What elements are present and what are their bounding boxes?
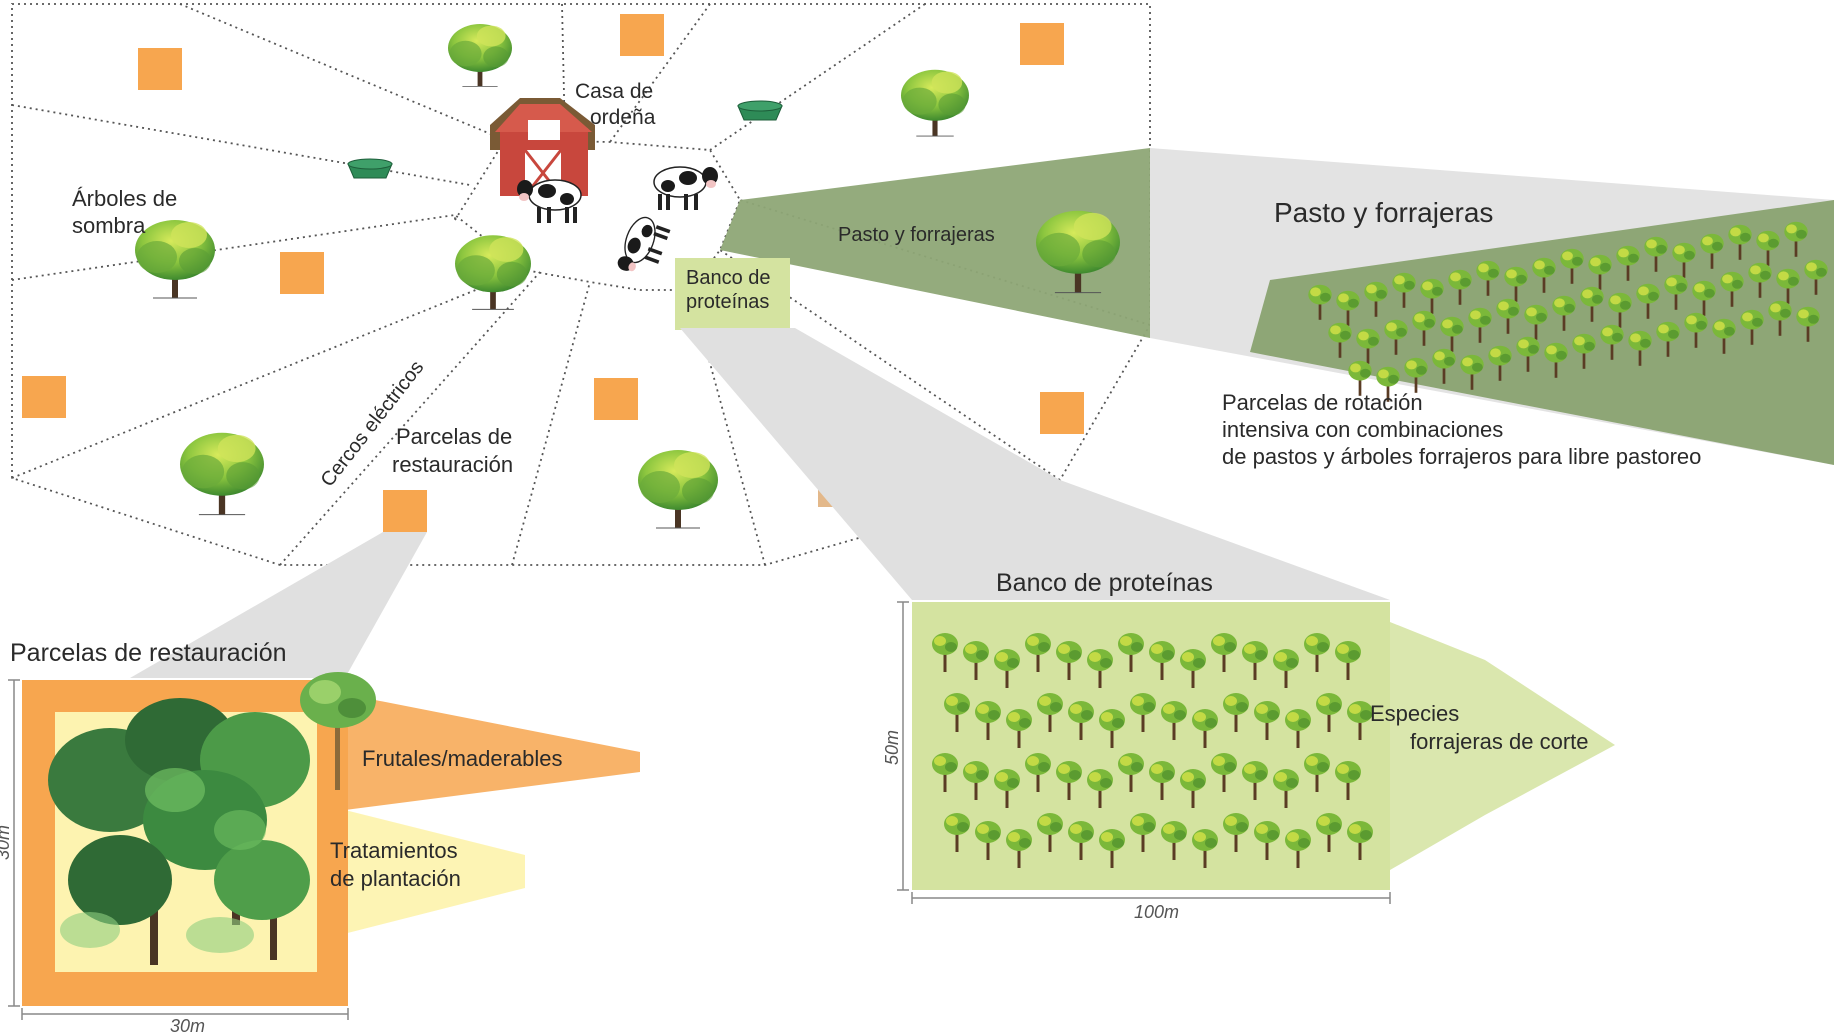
banco-panel-title: Banco de proteínas	[996, 569, 1213, 597]
banco-panel: Banco de proteínas Especies forrajeras d…	[882, 569, 1615, 922]
tree-icon	[446, 22, 514, 88]
pasto-field	[1250, 200, 1834, 465]
cow-icon	[653, 166, 719, 211]
banco-dimension-lines	[897, 601, 1391, 904]
label-parcelas-line2: restauración	[392, 452, 513, 477]
restauracion-height-label: 30m	[0, 825, 13, 860]
pasto-description-line3: de pastos y árboles forrajeros para libr…	[1222, 444, 1701, 469]
cow-icon	[614, 212, 673, 282]
label-casa-line2: ordeña	[590, 106, 656, 129]
banco-height-label: 50m	[882, 730, 902, 765]
cow-icon	[516, 179, 582, 224]
tree-icon	[453, 233, 533, 311]
banco-label-box	[675, 258, 790, 330]
plot-marker	[1020, 23, 1064, 65]
pasto-sector	[720, 148, 1150, 338]
plot-marker	[620, 14, 664, 56]
pasto-description-line2: intensiva con combinaciones	[1222, 417, 1503, 442]
plot-marker	[22, 376, 66, 418]
forest-canopy-icon	[48, 698, 310, 965]
plot-marker	[138, 48, 182, 90]
pasto-description-line1: Parcelas de rotación	[1222, 390, 1423, 415]
restauracion-dimension-lines	[8, 679, 349, 1020]
banco-species-line2: forrajeras de corte	[1410, 729, 1589, 754]
tree-icon	[636, 448, 720, 530]
water-trough-icon	[737, 100, 783, 121]
label-banco-line1: Banco de	[686, 267, 771, 289]
banco-width-label: 100m	[1134, 902, 1179, 922]
tree-icon	[899, 68, 971, 138]
tree-icon	[178, 431, 266, 517]
frutales-label: Frutales/maderables	[362, 746, 563, 771]
tratamientos-funnel	[320, 800, 525, 940]
pasto-panel: Pasto y forrajeras Parcelas de rotación …	[1222, 197, 1834, 469]
label-banco-line2: proteínas	[686, 291, 769, 313]
fruit-tree-icon	[300, 672, 376, 790]
water-trough-icon	[347, 158, 393, 179]
restauracion-width-label: 30m	[170, 1016, 205, 1035]
label-arboles-line1: Árboles de	[72, 186, 177, 211]
label-arboles-line2: sombra	[72, 213, 146, 238]
barn-icon	[490, 98, 595, 197]
pasto-panel-title: Pasto y forrajeras	[1274, 197, 1493, 228]
tratamientos-line1: Tratamientos	[330, 838, 458, 863]
tree-icon	[133, 218, 217, 300]
plot-marker	[383, 490, 427, 532]
tratamientos-line2: de plantación	[330, 866, 461, 891]
label-casa-line1: Casa de	[575, 80, 653, 103]
frutales-funnel	[345, 700, 640, 810]
plot-marker	[280, 252, 324, 294]
restauracion-panel: Parcelas de restauración	[0, 639, 640, 1035]
label-parcelas-line1: Parcelas de	[396, 424, 512, 449]
banco-species-line1: Especies	[1370, 701, 1459, 726]
plot-marker	[1040, 392, 1084, 434]
outer-fence	[11, 3, 1151, 566]
restauracion-panel-title: Parcelas de restauración	[10, 639, 287, 667]
label-pasto: Pasto y forrajeras	[838, 224, 995, 246]
farm-map: Casa de ordeña Árboles de sombra Pasto y…	[11, 3, 1151, 566]
banco-species-funnel	[1390, 622, 1615, 870]
plot-marker	[594, 378, 638, 420]
